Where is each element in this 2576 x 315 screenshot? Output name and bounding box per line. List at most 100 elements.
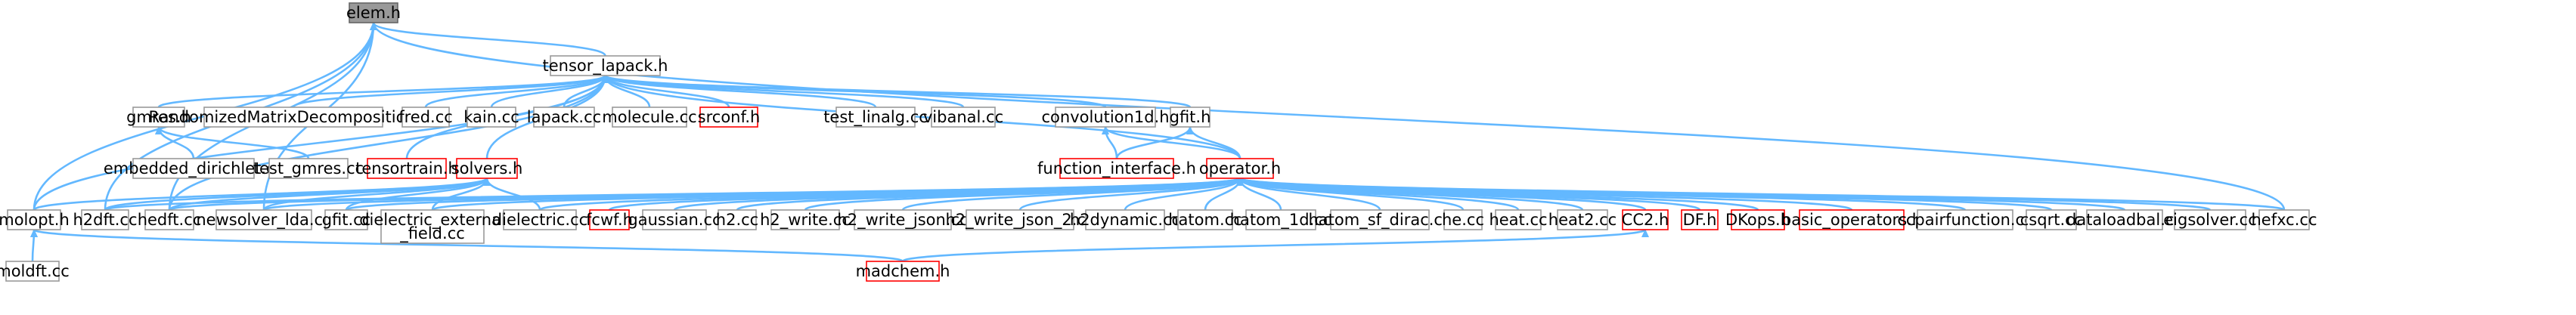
node-label: test_gmres.cc	[253, 159, 364, 178]
node-function-interface-h[interactable]: function_interface.h	[1037, 158, 1196, 179]
node-h2dynamic-cc[interactable]: h2dynamic.cc	[1070, 209, 1180, 230]
node-hefxc-cc[interactable]: hefxc.cc	[2252, 209, 2317, 230]
node-box	[132, 107, 185, 128]
node-kain-cc[interactable]: kain.cc	[463, 107, 519, 128]
node-convolution1d-h[interactable]: convolution1d.h	[1041, 107, 1170, 128]
node-hatom-1d-cc[interactable]: hatom_1d.cc	[1230, 209, 1332, 230]
node-csqrt-cc[interactable]: csqrt.cc	[2020, 209, 2082, 230]
node-h2dft-cc[interactable]: h2dft.cc	[73, 209, 138, 230]
node-cc2-h[interactable]: CC2.h	[1622, 209, 1669, 230]
node-eigsolver-cc[interactable]: eigsolver.cc	[2163, 209, 2257, 230]
edge-operator_h-to-convolution1d_h	[1102, 126, 1242, 159]
node-box	[550, 55, 661, 76]
node-hatom-cc[interactable]: hatom.cc	[1168, 209, 1242, 230]
node-basic-operators-h[interactable]: basic_operators.h	[1781, 209, 1922, 230]
node-box	[533, 107, 595, 128]
edge-dielectric_cc-to-solvers_h	[483, 178, 541, 211]
node-test-linalg-cc[interactable]: test_linalg.cc	[823, 107, 928, 128]
node-box	[132, 158, 255, 179]
edge-hefxc_cc-to-elem_h	[370, 22, 2286, 211]
edge-test_gmres_cc-to-gmres_h	[155, 126, 310, 159]
edge-layer	[29, 22, 2286, 263]
node-box	[854, 209, 952, 230]
node-newsolver-lda-cc[interactable]: newsolver_lda.cc	[196, 209, 332, 230]
edge-operator_h-to-gfit_h	[1186, 126, 1242, 159]
node-box	[835, 107, 916, 128]
node-label: fcwf.h	[586, 211, 633, 229]
node-box	[612, 107, 687, 128]
node-h2-write-json-cc[interactable]: h2_write_json.cc	[837, 209, 969, 230]
node-h2-cc[interactable]: h2.cc	[716, 209, 758, 230]
node-vibanal-cc[interactable]: vibanal.cc	[923, 107, 1003, 128]
node-gfit-cc[interactable]: gfit.cc	[322, 209, 371, 230]
node-rmd-cc[interactable]: RandomizedMatrixDecomposition.cc	[148, 107, 439, 128]
node-label: h2.cc	[716, 211, 758, 229]
node-box	[1206, 158, 1274, 179]
node-box	[966, 209, 1074, 230]
node-box	[367, 158, 447, 179]
node-label: dataloadbal.cc	[2066, 211, 2183, 229]
node-dielectric-external-field-cc[interactable]: dielectric_external_field.cc	[359, 209, 506, 244]
node-molopt-h[interactable]: molopt.h	[0, 209, 70, 230]
node-fred-cc[interactable]: fred.cc	[398, 107, 453, 128]
node-box	[7, 209, 61, 230]
node-tensortrain-h[interactable]: tensortrain.h	[355, 158, 458, 179]
node-label: tensortrain.h	[355, 159, 458, 178]
node-box	[642, 209, 707, 230]
node-df-h[interactable]: DF.h	[1681, 209, 1719, 230]
node-box	[1557, 209, 1608, 230]
node-tensor-lapack-h[interactable]: tensor_lapack.h	[543, 55, 668, 76]
node-label: DF.h	[1683, 211, 1717, 229]
node-box	[2026, 209, 2077, 230]
node-hedft-cc[interactable]: hedft.cc	[138, 209, 202, 230]
node-gfit-h[interactable]: gfit.h	[1170, 107, 1211, 128]
node-label: h2_write.cc	[760, 211, 851, 230]
node-moldft-cc[interactable]: moldft.cc	[0, 261, 70, 282]
edge-hedft_cc-to-solvers_h	[168, 177, 491, 212]
node-box	[931, 107, 996, 128]
node-srconf-h[interactable]: srconf.h	[698, 107, 761, 128]
edge-tensor_lapack_h-to-elem_h	[370, 22, 606, 57]
node-label: heat2.cc	[1548, 211, 1617, 229]
node-heat2-cc[interactable]: heat2.cc	[1548, 209, 1617, 230]
node-dkops-h[interactable]: DKops.h	[1725, 209, 1790, 230]
node-ccpairfunction-cc[interactable]: ccpairfunction.cc	[1897, 209, 2033, 230]
node-test-gmres-cc[interactable]: test_gmres.cc	[253, 158, 364, 179]
node-h2-write-cc[interactable]: h2_write.cc	[760, 209, 851, 230]
node-box	[1085, 209, 1165, 230]
edge-gfit_cc-to-solvers_h	[345, 178, 491, 211]
node-dataloadbal-cc[interactable]: dataloadbal.cc	[2066, 209, 2183, 230]
node-label: convolution1d.h	[1041, 108, 1169, 126]
node-box	[770, 209, 840, 230]
node-box	[1917, 209, 2013, 230]
node-dielectric-cc[interactable]: dielectric.cc	[492, 209, 587, 230]
edge-gmres_h-to-tensor_lapack_h	[157, 74, 609, 109]
edge-hatom_sf_dirac_cc-to-operator_h	[1236, 178, 1381, 211]
node-box	[5, 261, 60, 282]
node-gmres-h[interactable]: gmres.h	[126, 107, 191, 128]
node-molecule-cc[interactable]: molecule.cc	[602, 107, 697, 128]
node-embedded-dirichlet-cc[interactable]: embedded_dirichlet.cc	[104, 158, 284, 179]
node-label: tensor_lapack.h	[543, 57, 668, 76]
node-hatom-sf-dirac-cc[interactable]: hatom_sf_dirac.cc	[1308, 209, 1452, 230]
node-heat-cc[interactable]: heat.cc	[1489, 209, 1548, 230]
node-box	[1170, 107, 1211, 128]
node-madchem-h[interactable]: madchem.h	[856, 261, 950, 282]
edge-h2_write_json_2_cc-to-operator_h	[1018, 178, 1244, 211]
node-label: vibanal.cc	[923, 108, 1003, 126]
node-label: gmres.h	[126, 108, 191, 126]
edge-newsolver_lda_cc-to-solvers_h	[262, 178, 491, 211]
node-operator-h[interactable]: operator.h	[1199, 158, 1281, 179]
node-h2-write-json-2-cc[interactable]: h2_write_json_2.cc	[945, 209, 1095, 230]
node-solvers-h[interactable]: solvers.h	[451, 158, 523, 179]
node-box	[144, 209, 194, 230]
node-he-cc[interactable]: he.cc	[1442, 209, 1484, 230]
node-label: fred.cc	[398, 108, 453, 126]
edge-rmd_cc-to-tensor_lapack_h	[292, 74, 609, 109]
node-gaussian-cc[interactable]: gaussian.cc	[628, 209, 721, 230]
node-lapack-cc[interactable]: lapack.cc	[527, 107, 601, 128]
edge-molopt_h-to-tensor_lapack_h	[33, 75, 609, 211]
node-label: CC2.h	[1622, 211, 1669, 229]
node-label: heat.cc	[1489, 211, 1547, 229]
node-fcwf-h[interactable]: fcwf.h	[586, 209, 633, 230]
